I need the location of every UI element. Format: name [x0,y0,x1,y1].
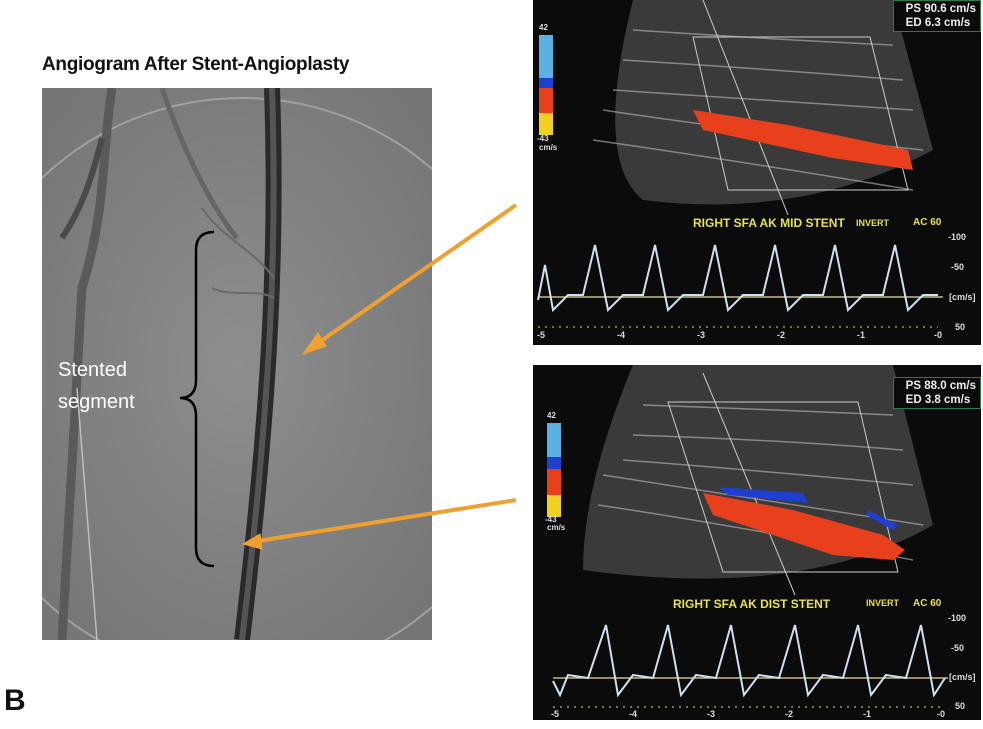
y-tick: -50 [951,643,965,653]
end-diastolic-value: ED 6.3 cm/s [905,17,971,29]
x-tick: -3 [697,330,706,340]
x-tick: -2 [785,709,794,719]
x-tick: -0 [937,709,946,719]
peak-systolic-value: PS 90.6 cm/s [905,3,976,15]
x-tick: -1 [863,709,872,719]
peak-systolic-value: PS 88.0 cm/s [905,380,976,392]
color-scale-bottom: -43 [537,134,549,143]
flow-red-dist [703,493,905,560]
x-tick: -5 [551,709,560,719]
end-diastolic-value: ED 3.8 cm/s [905,394,971,406]
y-tick: [cm/s] [949,292,976,302]
measurement-box: PS 90.6 cm/s ED 6.3 cm/s [892,0,981,32]
ultrasound-mid-stent: 42 -43 cm/s PS 90.6 cm/s ED 6.3 cm/s RIG… [533,0,981,345]
color-scale-top: 42 [539,23,548,32]
ac-label: AC 60 [913,217,942,228]
y-tick: -50 [951,262,965,272]
invert-label: INVERT [856,218,890,228]
ultrasound-dist-stent: 42 -43 cm/s PS 88.0 cm/s ED 3.8 cm/s RIG… [533,365,981,720]
color-scale-top: 42 [547,411,556,420]
x-tick: -3 [707,709,716,719]
y-tick: -100 [948,613,967,623]
panel-letter: B [4,684,26,717]
invert-label: INVERT [866,598,900,608]
figure-title: Angiogram After Stent-Angioplasty [42,54,350,75]
y-tick: [cm/s] [949,672,976,682]
doppler-image-mid [537,0,943,328]
stented-segment-label-line2: segment [58,391,135,413]
y-tick: -100 [948,232,967,242]
x-tick: -4 [617,330,626,340]
x-tick: -1 [857,330,866,340]
x-tick: -0 [934,330,943,340]
color-scale-unit: cm/s [539,143,558,152]
x-tick: -4 [629,709,638,719]
flow-blue-dist [718,487,808,503]
angiogram-image: Stented segment [42,88,432,640]
y-tick: 50 [955,322,966,332]
ac-label: AC 60 [913,598,942,609]
doppler-image-dist [547,365,948,708]
doppler-caption: RIGHT SFA AK DIST STENT [673,597,831,611]
x-tick: -5 [537,330,546,340]
measurement-box: PS 88.0 cm/s ED 3.8 cm/s [892,377,981,409]
doppler-caption: RIGHT SFA AK MID STENT [693,216,845,230]
y-tick: 50 [955,701,966,711]
color-scale-unit: cm/s [547,523,566,532]
x-tick: -2 [777,330,786,340]
color-scale-bottom: -43 [545,515,557,524]
stented-segment-label-line1: Stented [58,359,127,381]
flow-red-mid [693,110,913,170]
